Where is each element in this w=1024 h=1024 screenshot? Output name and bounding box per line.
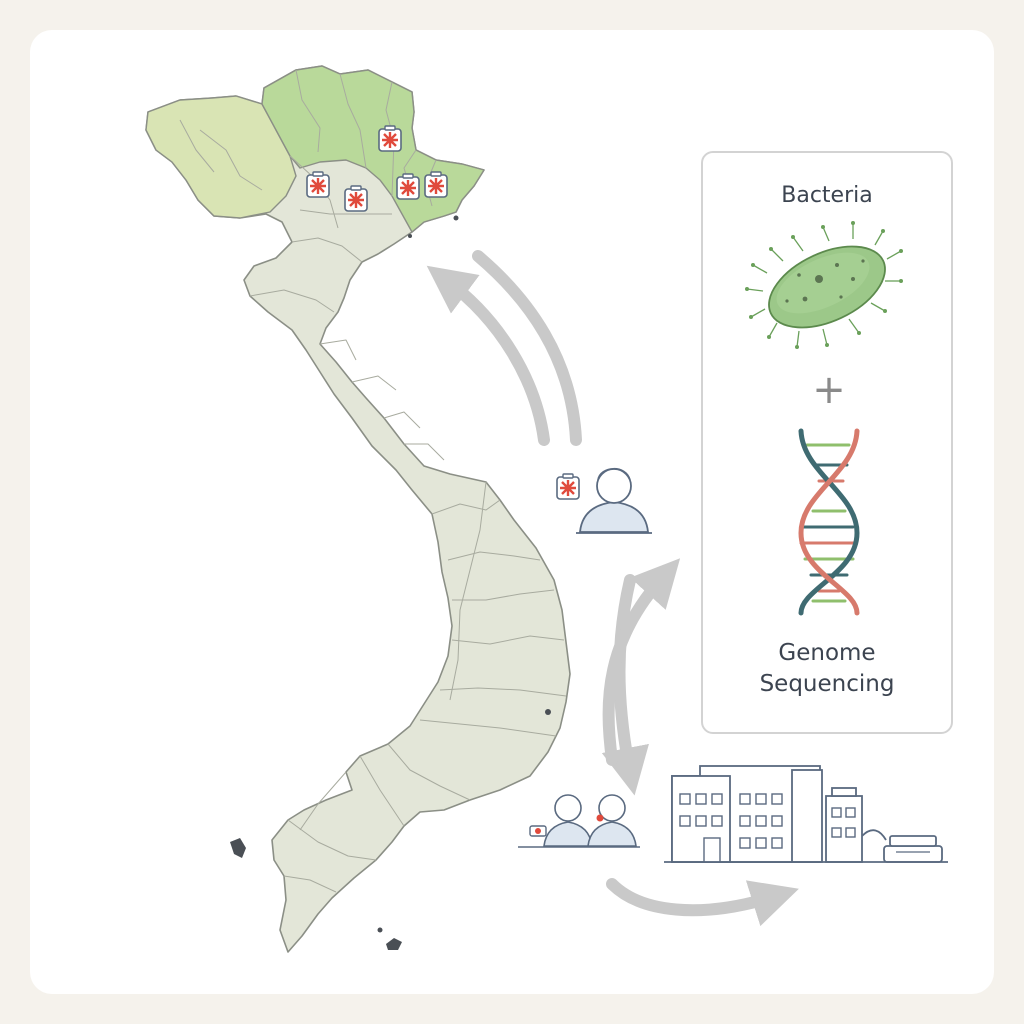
info-panel: Bacteria — [701, 151, 953, 734]
sample-box-icon — [395, 172, 421, 201]
dna-helix-icon — [798, 428, 860, 616]
patient-group — [555, 467, 652, 534]
sample-box-icon — [343, 184, 369, 213]
health-workers-icon — [518, 794, 640, 848]
sample-box-icon — [423, 170, 449, 199]
island — [386, 938, 402, 950]
flow-arrow — [601, 574, 649, 796]
flow-arrow — [426, 265, 550, 446]
sequencer-icon — [861, 829, 943, 863]
flow-arrow — [472, 250, 582, 446]
flow-arrow — [606, 878, 799, 927]
sample-box-icon — [377, 124, 403, 153]
island — [408, 234, 412, 238]
panel-graphics: + — [745, 221, 903, 616]
panel-footer: Genome Sequencing — [703, 638, 951, 700]
flow-arrow — [602, 558, 681, 766]
province-borders — [179, 69, 567, 893]
plus-sign: + — [812, 367, 846, 413]
panel-footer-line2: Sequencing — [759, 671, 895, 697]
patient-icon — [576, 467, 652, 534]
island — [453, 215, 459, 221]
laboratory-building-icon — [671, 765, 863, 863]
island — [545, 709, 551, 715]
island — [377, 927, 383, 933]
sample-box-icon — [555, 472, 581, 501]
island — [230, 838, 246, 858]
bacteria-icon — [745, 221, 903, 349]
panel-footer-line1: Genome — [778, 640, 876, 666]
panel-title: Bacteria — [781, 183, 873, 208]
sample-box-icon — [305, 170, 331, 199]
